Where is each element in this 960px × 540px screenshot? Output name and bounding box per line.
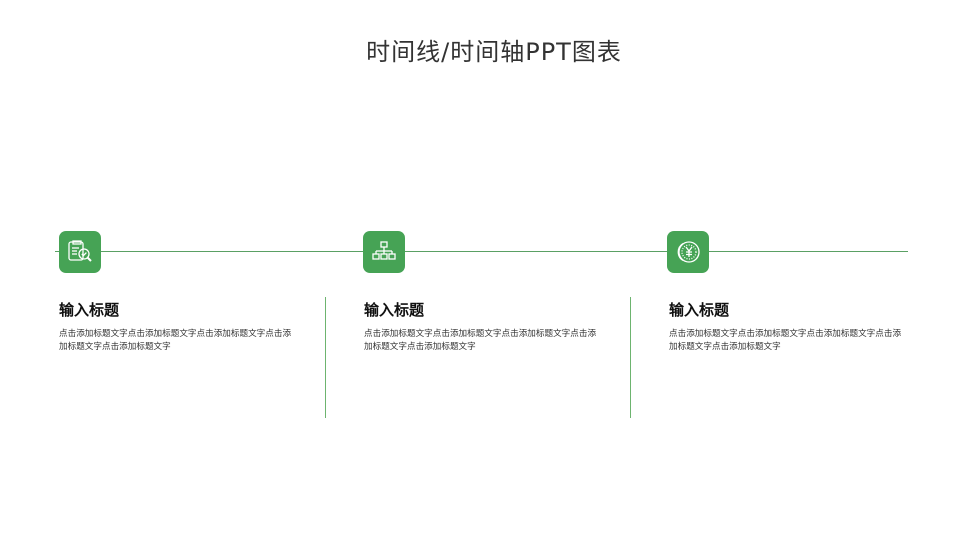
timeline-node-2 [363,231,405,273]
page-title: 时间线/时间轴PPT图表 [366,38,622,66]
timeline-card-1: 输入标题 点击添加标题文字点击添加标题文字点击添加标题文字点击添加标题文字点击添… [59,300,299,354]
divider-1 [325,297,326,418]
timeline-node-1 [59,231,101,273]
timeline-card-2: 输入标题 点击添加标题文字点击添加标题文字点击添加标题文字点击添加标题文字点击添… [364,300,604,354]
timeline-card-3: 输入标题 点击添加标题文字点击添加标题文字点击添加标题文字点击添加标题文字点击添… [669,300,909,354]
timeline-node-3 [667,231,709,273]
card-text: 点击添加标题文字点击添加标题文字点击添加标题文字点击添加标题文字点击添加标题文字 [364,329,597,352]
timeline-axis [55,251,908,252]
document-search-icon [68,240,92,262]
org-chart-icon [372,241,396,260]
yen-coin-icon [677,241,700,263]
card-title: 输入标题 [364,301,425,319]
card-text: 点击添加标题文字点击添加标题文字点击添加标题文字点击添加标题文字点击添加标题文字 [669,329,902,352]
card-text: 点击添加标题文字点击添加标题文字点击添加标题文字点击添加标题文字点击添加标题文字 [59,329,292,352]
card-title: 输入标题 [669,301,730,319]
card-title: 输入标题 [59,301,120,319]
divider-2 [630,297,631,418]
